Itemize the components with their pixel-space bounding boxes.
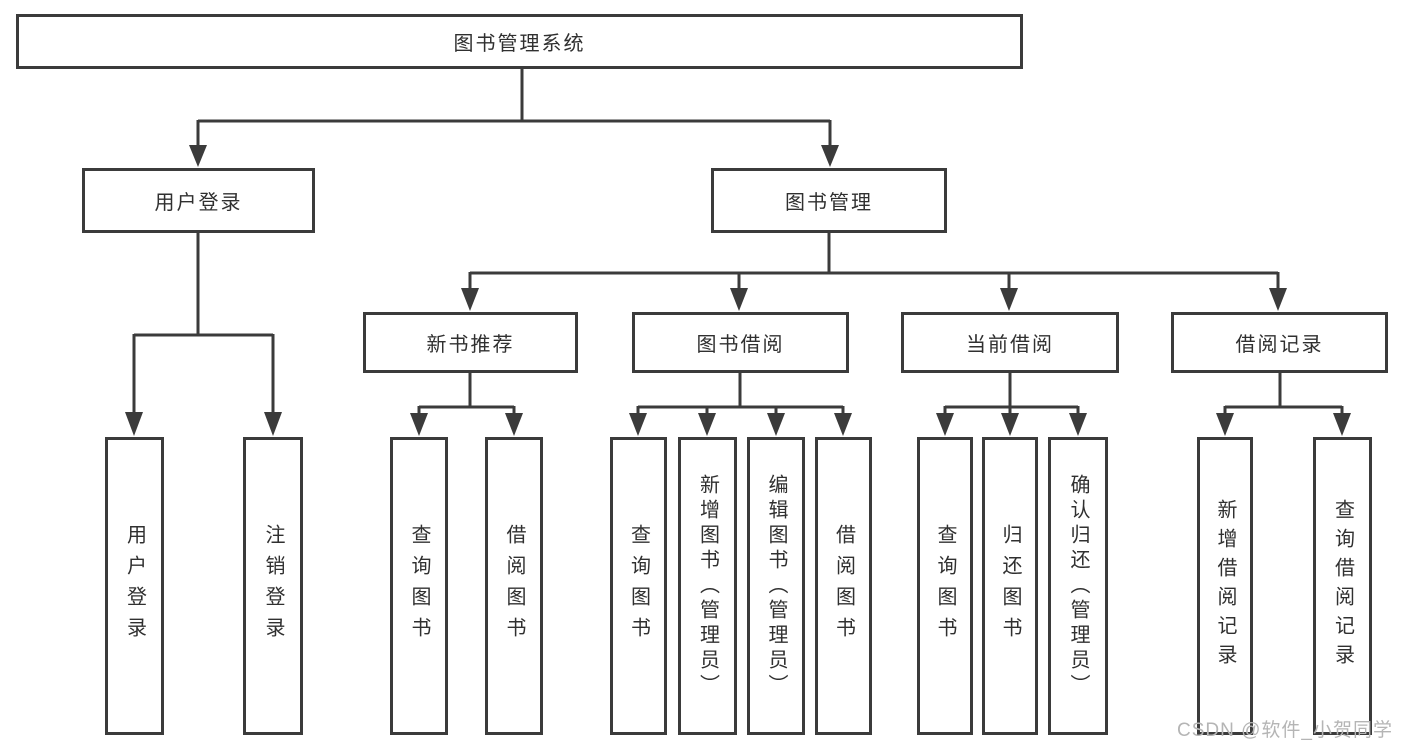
node-login: 用户登录 — [105, 437, 164, 735]
connector-borrowing-records-branch — [1223, 373, 1344, 415]
watermark: CSDN @软件_小贺同学 — [1177, 720, 1393, 741]
node-borrowing-records: 借阅记录 — [1171, 312, 1388, 373]
node-cb-return-books: 归还图书 — [982, 437, 1038, 735]
node-nbr-borrow-books: 借阅图书 — [485, 437, 543, 735]
arrowheads-user-login-branch — [125, 412, 282, 436]
arrowheads-level3 — [461, 288, 1287, 311]
arrowheads-current-borrowing — [936, 413, 1087, 436]
node-book-management: 图书管理 — [711, 168, 947, 233]
arrowheads-level2 — [189, 145, 839, 167]
connector-current-borrowing-branch — [943, 373, 1080, 415]
node-br-query-record: 查询借阅记录 — [1313, 437, 1372, 735]
node-br-add-record: 新增借阅记录 — [1197, 437, 1253, 735]
node-bb-query-books: 查询图书 — [610, 437, 667, 735]
node-root: 图书管理系统 — [16, 14, 1023, 69]
node-logout: 注销登录 — [243, 437, 303, 735]
connector-book-management-branch — [468, 232, 1280, 290]
node-user-login-branch: 用户登录 — [82, 168, 315, 233]
arrowheads-book-borrowing — [629, 413, 852, 436]
connector-new-book-recommend-branch — [417, 373, 516, 415]
arrowheads-new-book-recommend — [410, 413, 523, 436]
node-new-book-recommend: 新书推荐 — [363, 312, 578, 373]
node-bb-borrow-books: 借阅图书 — [815, 437, 872, 735]
connector-user-login-branch — [132, 232, 275, 414]
node-cb-query-books: 查询图书 — [917, 437, 973, 735]
node-bb-add-books-admin: 新增图书（管理员） — [678, 437, 737, 735]
node-book-borrowing: 图书借阅 — [632, 312, 849, 373]
connector-book-borrowing-branch — [636, 373, 845, 415]
arrowheads-borrowing-records — [1216, 413, 1351, 436]
connector-root-to-level2 — [196, 67, 832, 147]
node-current-borrowing: 当前借阅 — [901, 312, 1119, 373]
node-nbr-query-books: 查询图书 — [390, 437, 448, 735]
node-cb-confirm-return-admin: 确认归还（管理员） — [1048, 437, 1108, 735]
node-bb-edit-books-admin: 编辑图书（管理员） — [747, 437, 805, 735]
